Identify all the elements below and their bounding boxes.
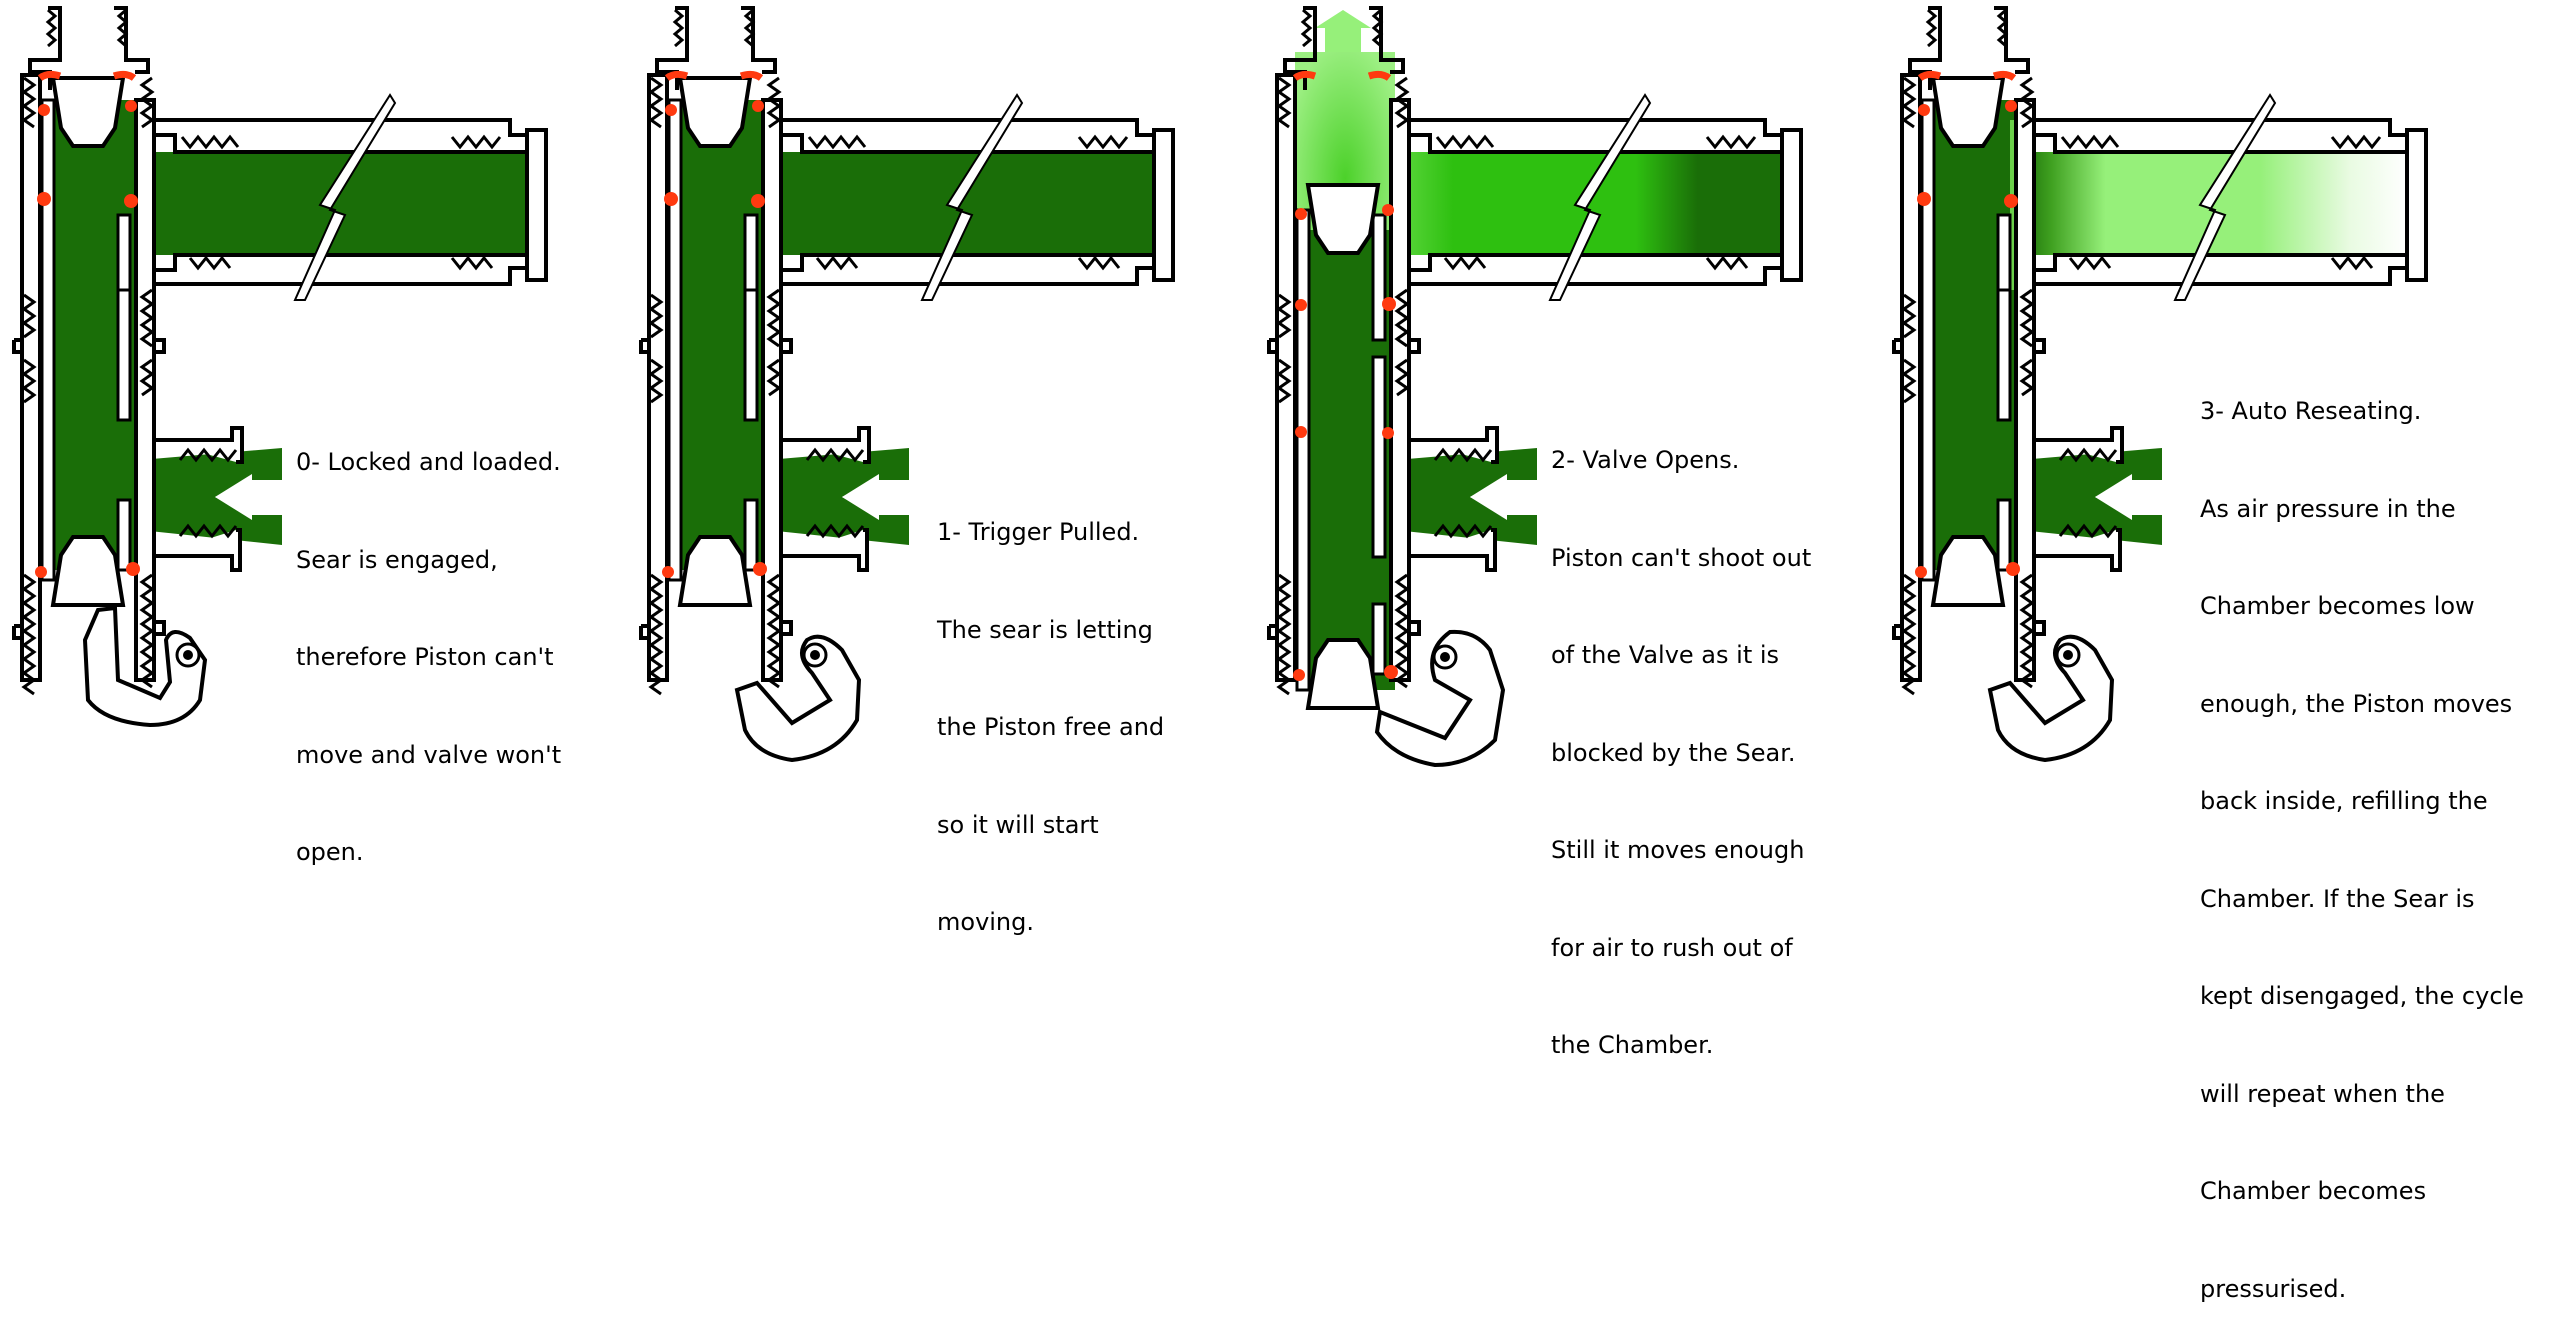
caption-line: Chamber becomes low [2200,592,2475,620]
o-rings [35,100,140,578]
o-rings [1915,100,2020,578]
panel-2-valve-opens [1267,6,1803,768]
inlet-air [767,448,909,545]
caption-line: As air pressure in the [2200,494,2456,523]
break-symbol-icon [1548,93,1652,301]
chamber-air [150,152,528,255]
caption-line: the Chamber. [1551,1031,1714,1059]
caption-line: open. [296,838,364,866]
break-symbol-icon [2173,93,2277,301]
panel-0-locked [12,6,548,728]
caption-line: Sear is engaged, [296,545,498,574]
caption-line: moving. [937,908,1035,936]
seal [37,70,62,81]
inlet-air [2020,448,2162,545]
caption-line: The sear is letting [937,615,1153,644]
caption-line: pressurised. [2200,1274,2347,1303]
caption-line: will repeat when the [2200,1079,2445,1108]
caption-line: of the Valve as it is [1551,641,1780,669]
seal [664,70,689,81]
seal [112,70,137,81]
caption-line: the Piston free and [937,713,1165,741]
seal [1992,70,2017,81]
caption-line: move and valve won't [296,740,562,769]
caption-step-1: 1- Trigger Pulled. The sear is letting t… [937,451,1164,971]
o-rings [1293,204,1398,681]
caption-line: so it will start [937,810,1099,839]
break-symbol-icon [920,93,1024,301]
caption-line: 0- Locked and loaded. [296,448,561,476]
seal [1367,70,1392,81]
valve-cycle-diagram [12,6,2428,768]
seal [739,70,764,81]
caption-line: Chamber becomes [2200,1177,2427,1205]
caption-line: 1- Trigger Pulled. [937,518,1140,546]
inlet-arrow-icon [215,474,282,520]
exhaust-arrow-icon [1315,10,1371,52]
sear [1987,634,2115,763]
caption-line: kept disengaged, the cycle [2200,982,2524,1010]
inlet-arrow-icon [2095,474,2162,520]
panel-3-auto-reseating [1892,6,2428,763]
seal [1917,70,1942,81]
caption-line: 3- Auto Reseating. [2200,397,2422,425]
break-symbol-icon [293,93,397,301]
panel-1-trigger-pulled [639,6,1175,763]
caption-step-2: 2- Valve Opens. Piston can't shoot out o… [1551,379,1811,1094]
inlet-arrow-icon [842,474,909,520]
caption-line: blocked by the Sear. [1551,738,1796,767]
inlet-air [1395,448,1537,545]
caption-line: enough, the Piston moves [2200,689,2513,718]
inlet-arrow-icon [1470,474,1537,520]
sear [734,634,862,763]
caption-line: Chamber. If the Sear is [2200,884,2475,913]
inlet-air [140,448,282,545]
caption-line: Piston can't shoot out [1551,543,1812,572]
o-rings [662,100,767,578]
caption-line: therefore Piston can't [296,643,554,671]
sear [82,605,208,728]
caption-line: Still it moves enough [1551,836,1805,864]
caption-line: back inside, refilling the [2200,787,2488,815]
caption-line: for air to rush out of [1551,933,1793,962]
seal [1292,70,1317,81]
caption-step-0: 0- Locked and loaded. Sear is engaged, t… [296,381,561,901]
caption-line: 2- Valve Opens. [1551,446,1740,474]
chamber-air [777,152,1155,255]
caption-step-3: 3- Auto Reseating. As air pressure in th… [2200,330,2524,1338]
sear [1374,629,1506,768]
